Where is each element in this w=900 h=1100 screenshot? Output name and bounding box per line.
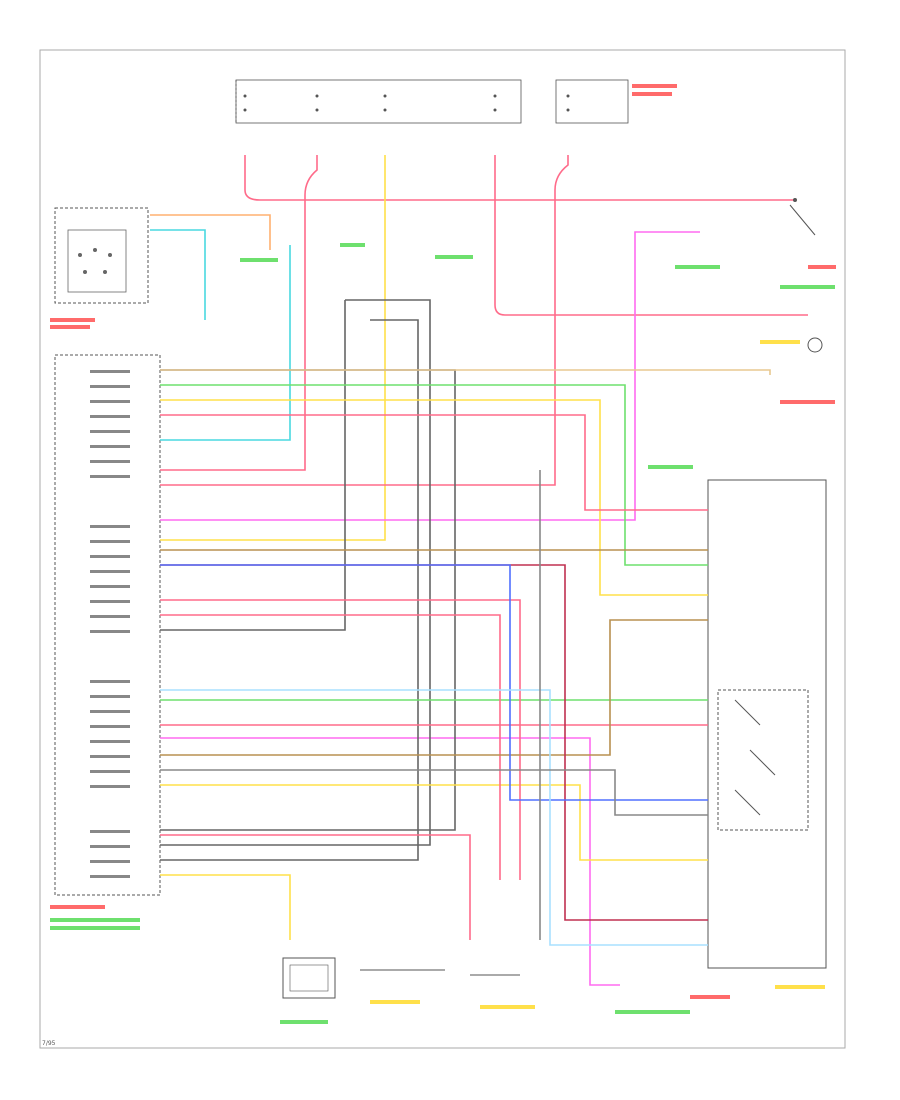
transmission-range-sensor [54,207,149,304]
diagram-border [39,49,846,1049]
bottom-ground-bar [360,969,520,976]
footer-code: 7/95 [42,1040,56,1047]
pcm-connector [54,354,161,896]
wires [150,155,808,986]
pcm-pin-labels [90,370,130,878]
right-module-box [707,479,827,969]
bottom-component-1 [282,957,336,999]
top-fuse-box-right [555,79,629,124]
right-side-components [789,198,823,353]
component-annotations [50,84,836,1024]
top-fuse-box-left [235,79,522,124]
